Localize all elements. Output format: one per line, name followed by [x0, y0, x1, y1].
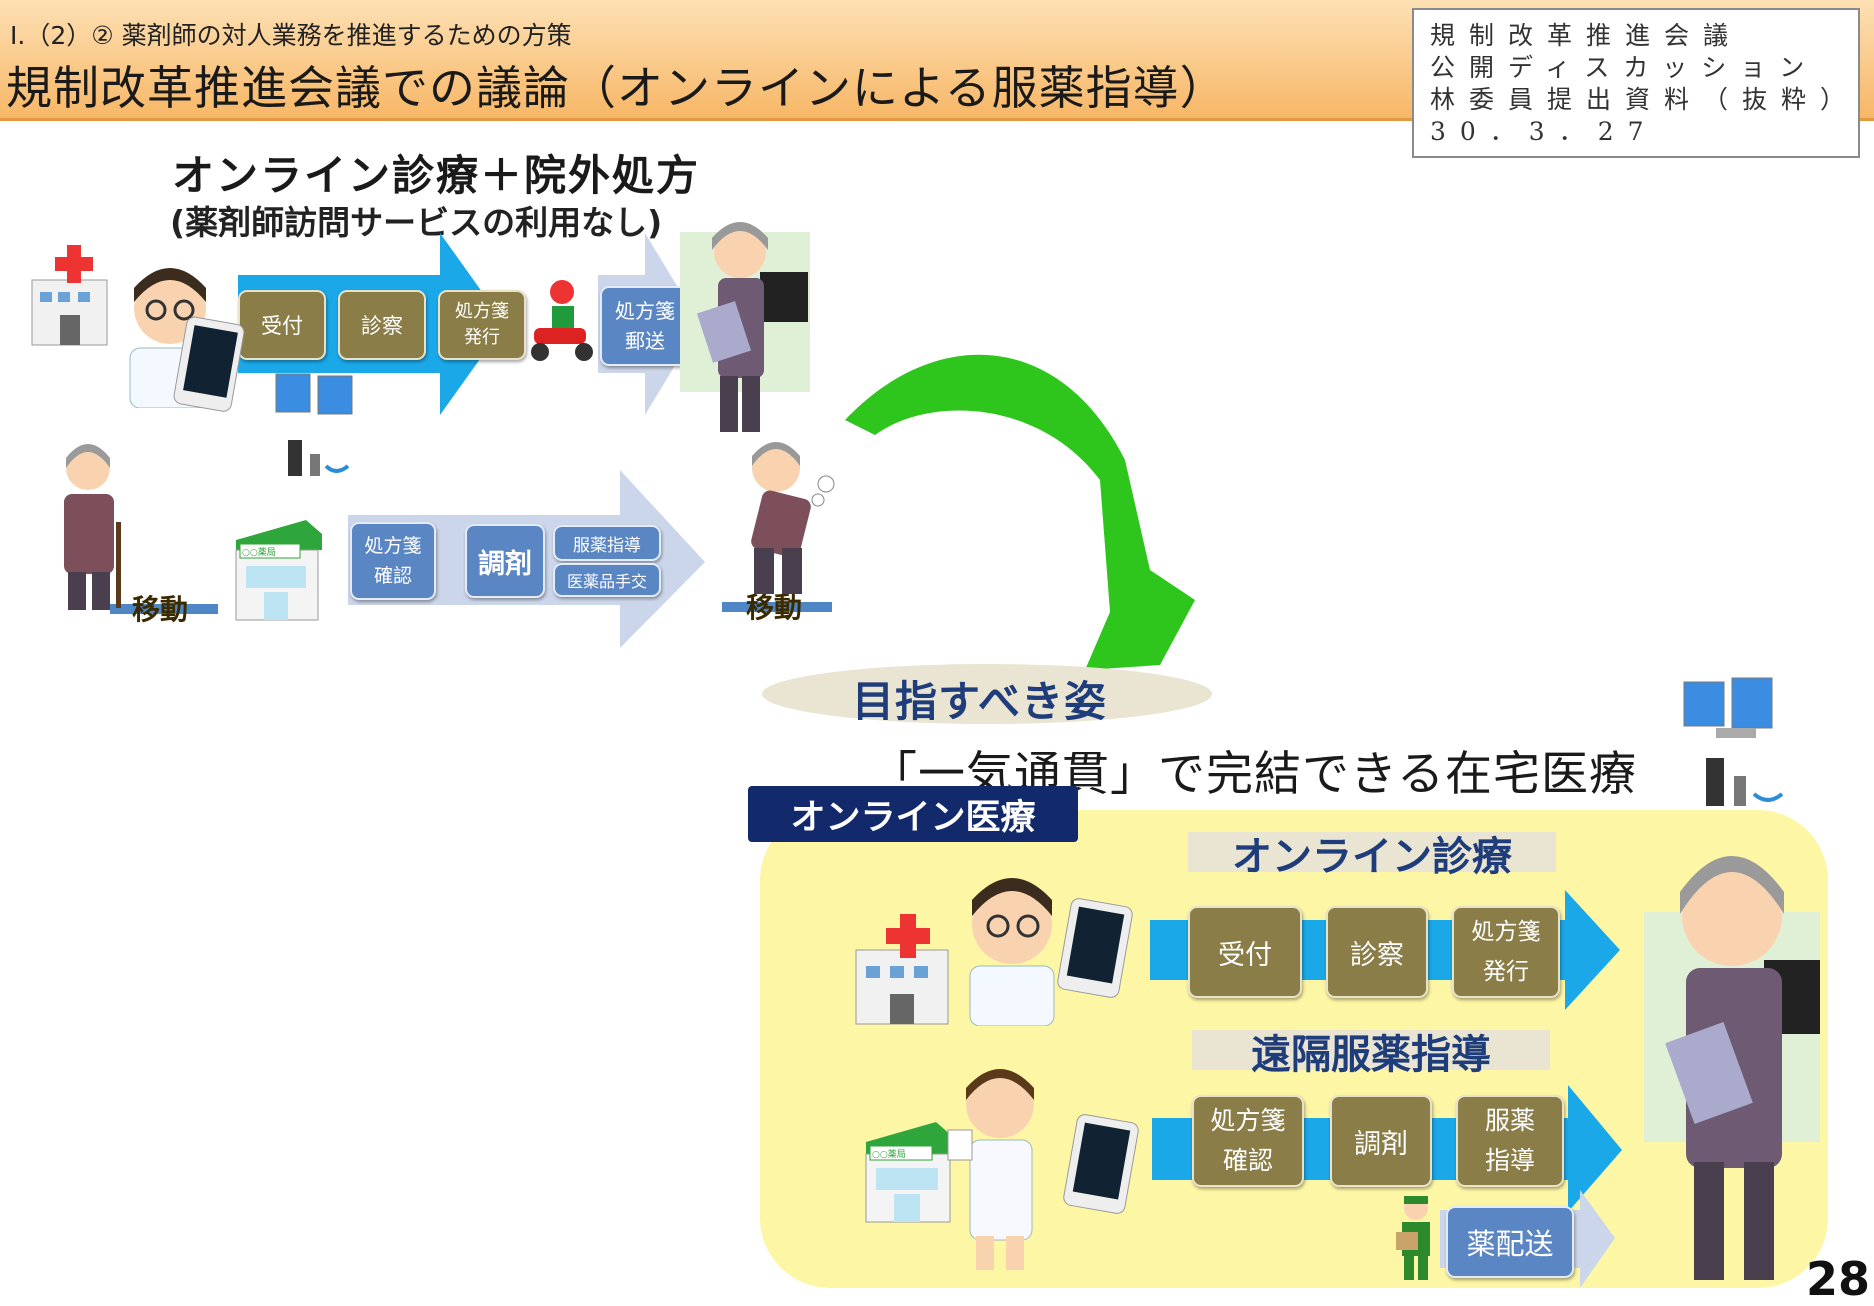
- router-icon: [288, 440, 350, 476]
- clinic-step-prescription: 処方箋 発行: [438, 290, 526, 360]
- clinic-step-reception: 受付: [238, 290, 326, 360]
- elderly-woman-cane-icon: [64, 444, 121, 610]
- row1-step-prescription: 処方箋 発行: [1452, 906, 1560, 998]
- move-label-left: 移動: [132, 593, 189, 626]
- pharmacy-sign-text: ○○薬局: [242, 546, 276, 558]
- delivery-person-icon: [1396, 1196, 1430, 1280]
- pharmacy-step-guidance: 服薬指導: [553, 525, 661, 561]
- online-medical-tab: オンライン医療: [748, 786, 1078, 842]
- goal-elderly-woman-tablet-icon: [1644, 856, 1820, 1280]
- goal-pharmacy-sign-text: ○○薬局: [872, 1148, 906, 1160]
- elderly-woman-tablet-icon: [680, 222, 810, 432]
- move-label-right: 移動: [746, 591, 803, 624]
- goal-doctor-icon: [969, 878, 1055, 1026]
- row1-step-exam: 診察: [1326, 906, 1428, 998]
- delivery-step: 薬配送: [1446, 1206, 1574, 1278]
- delivery-scooter-icon: [531, 280, 593, 361]
- current-flow-title: オンライン診療＋院外処方: [172, 151, 701, 200]
- page-number: 28: [1806, 1252, 1871, 1306]
- goal-tablet-icon-2: [1063, 1114, 1139, 1214]
- row1-title-bg: [1188, 832, 1556, 872]
- current-flow-subtitle: (薬剤師訪問サービスの利用なし): [170, 203, 663, 242]
- green-curve-arrow: [845, 354, 1195, 670]
- row2-step-dispense: 調剤: [1330, 1095, 1432, 1187]
- elderly-woman-tired-icon: [751, 442, 835, 594]
- doctor-icon: [129, 268, 211, 408]
- source-line-2: 公開ディスカッション: [1430, 53, 1819, 82]
- row2-step-guidance: 服薬 指導: [1456, 1095, 1564, 1187]
- goal-hospital-icon: [855, 914, 949, 1025]
- move-bar-left: [110, 604, 218, 614]
- pharmacy-step-confirm: 処方箋 確認: [350, 522, 436, 600]
- source-box: 規制改革推進会議 公開ディスカッション 林委員提出資料（抜粋） 30．3．27: [1412, 8, 1860, 158]
- laptop-icon: [275, 373, 353, 415]
- goal-laptop-icon: [1683, 677, 1773, 738]
- mail-step: 処方箋 郵送: [600, 286, 690, 366]
- clinic-step-exam: 診察: [338, 290, 426, 360]
- page-title: 規制改革推進会議での議論（オンラインによる服薬指導）: [6, 61, 1227, 115]
- row2-title: 遠隔服薬指導: [1251, 1032, 1491, 1078]
- goal-badge-ellipse: [762, 664, 1212, 724]
- row1-step-reception: 受付: [1188, 906, 1302, 998]
- row1-title: オンライン診療: [1232, 834, 1512, 880]
- goal-badge: 目指すべき姿: [852, 677, 1108, 726]
- source-line-3: 林委員提出資料（抜粋）: [1430, 85, 1860, 114]
- section-label: Ⅰ.（2）② 薬剤師の対人業務を推進するための方策: [10, 21, 572, 50]
- goal-pharmacy-icon: ○○薬局: [865, 1122, 952, 1223]
- hospital-icon: [31, 245, 108, 346]
- tablet-icon: [173, 316, 245, 412]
- source-line-1: 規制改革推進会議: [1430, 21, 1743, 50]
- pharmacy-step-handover: 医薬品手交: [553, 563, 661, 597]
- row2-step-confirm: 処方箋 確認: [1192, 1095, 1304, 1187]
- goal-tablet-icon-1: [1057, 898, 1133, 998]
- pharmacy-step-dispense: 調剤: [465, 524, 545, 598]
- pharmacy-icon: ○○薬局: [235, 520, 322, 621]
- row2-title-bg: [1192, 1030, 1550, 1070]
- source-line-4: 30．3．27: [1430, 117, 1658, 146]
- goal-pharmacist-icon: [947, 1069, 1034, 1270]
- goal-router-icon: [1706, 758, 1784, 806]
- move-bar-right: [722, 602, 832, 612]
